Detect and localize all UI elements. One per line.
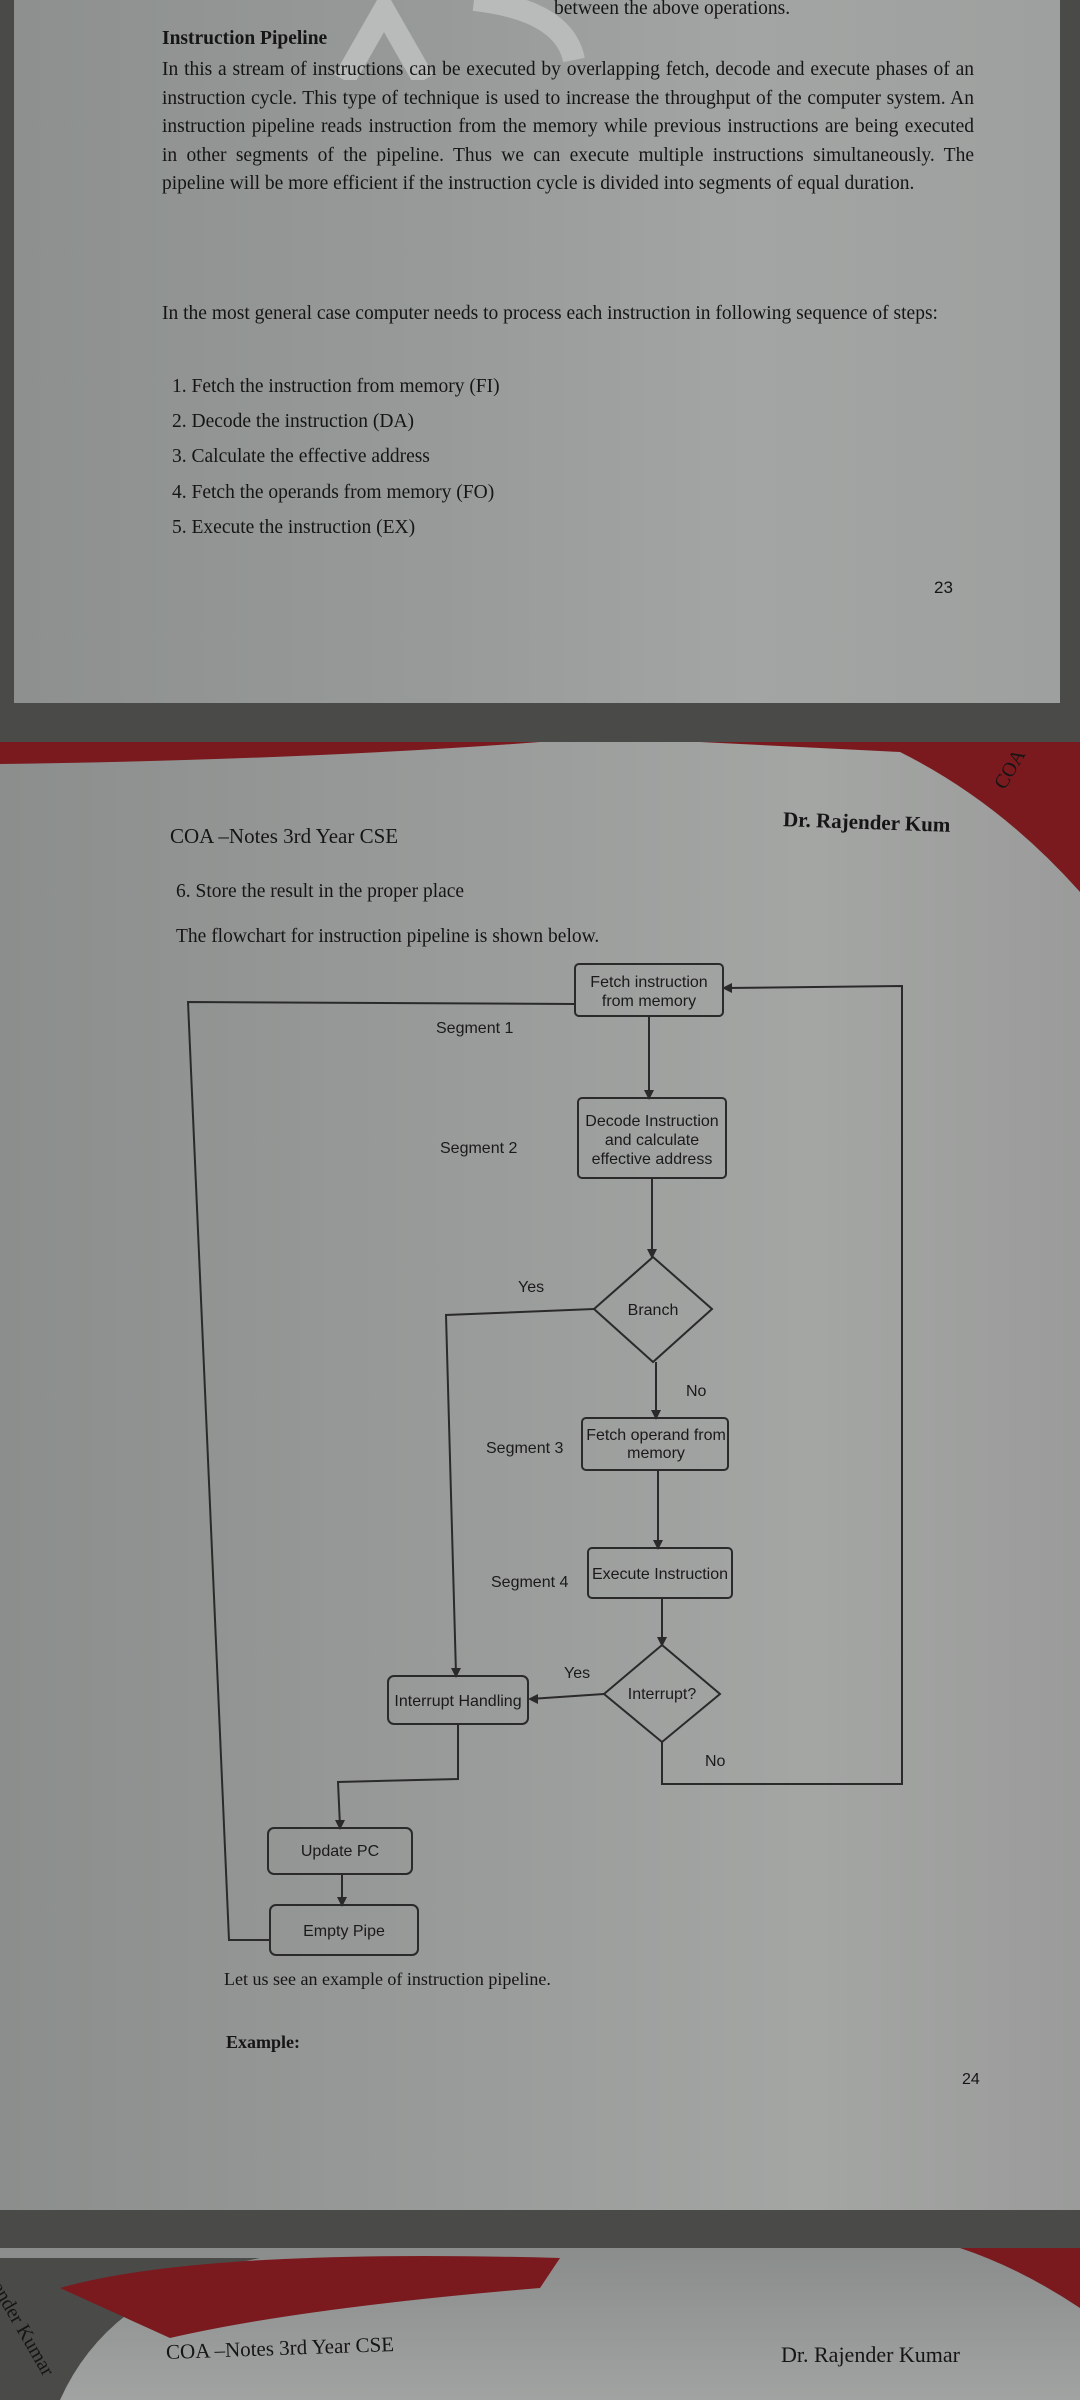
header-left: COA –Notes 3rd Year CSE xyxy=(170,824,399,848)
interrupt-no-label: No xyxy=(705,1753,726,1770)
watermark-logo xyxy=(334,0,585,80)
fetch-operand-box xyxy=(581,1417,729,1471)
page-23: between the above operations. Instructio… xyxy=(14,0,1060,703)
top-partial-text: between the above operations. xyxy=(554,0,791,19)
interrupt-label: Interrupt? xyxy=(628,1686,697,1703)
segment-4-label: Segment 4 xyxy=(491,1574,568,1591)
update-pc-label: Update PC xyxy=(301,1843,379,1860)
segment-2-label: Segment 2 xyxy=(440,1140,517,1157)
interrupt-handling-label: Interrupt Handling xyxy=(394,1693,521,1710)
step-1: 1. Fetch the instruction from memory (FI… xyxy=(172,376,500,397)
section-heading: Instruction Pipeline xyxy=(162,28,328,49)
step-5: 5. Execute the instruction (EX) xyxy=(172,517,416,538)
header-right: Dr. Rajender Kumar xyxy=(781,2342,960,2367)
example-label: Example: xyxy=(226,2032,300,2052)
page-number: 23 xyxy=(934,578,953,597)
paragraph-2: In the most general case computer needs … xyxy=(162,303,938,324)
cover-background xyxy=(0,742,1080,892)
branch-no-label: No xyxy=(686,1383,707,1400)
fetch-label-2: from memory xyxy=(602,993,696,1010)
fetch-label-1: Fetch instruction xyxy=(590,974,707,991)
segment-1-label: Segment 1 xyxy=(436,1020,513,1037)
step-4: 4. Fetch the operands from memory (FO) xyxy=(172,482,495,503)
branch-label: Branch xyxy=(628,1302,679,1319)
fetch-operand-label-2: memory xyxy=(627,1445,685,1462)
branch-yes-label: Yes xyxy=(518,1279,544,1296)
branch-diamond xyxy=(592,1255,714,1364)
interrupt-yes-label: Yes xyxy=(564,1665,590,1682)
page-number: 24 xyxy=(962,2071,980,2088)
page-25-partial: ender Kumar COA –Notes 3rd Year CSE Dr. … xyxy=(0,2248,1080,2400)
decode-label-3: effective address xyxy=(592,1151,713,1168)
execute-box xyxy=(587,1547,733,1599)
example-intro: Let us see an example of instruction pip… xyxy=(224,1969,551,1989)
decode-label-1: Decode Instruction xyxy=(585,1113,718,1130)
step-6: 6. Store the result in the proper place xyxy=(176,881,465,902)
empty-pipe-label: Empty Pipe xyxy=(303,1923,385,1940)
segment-3-label: Segment 3 xyxy=(486,1440,563,1457)
flowchart-arrows xyxy=(186,984,903,1941)
arrow-heads xyxy=(335,983,732,1907)
pipeline-flowchart: Fetch instruction from memory Decode Ins… xyxy=(186,963,903,1956)
cover-background xyxy=(0,2248,1080,2400)
empty-pipe-box xyxy=(269,1904,419,1956)
step-2: 2. Decode the instruction (DA) xyxy=(172,411,415,432)
decode-label-2: and calculate xyxy=(605,1132,699,1149)
page-24: COA COA –Notes 3rd Year CSE Dr. Rajender… xyxy=(0,742,1080,2210)
fetch-operand-label-1: Fetch operand from xyxy=(586,1427,726,1444)
flowchart-intro: The flowchart for instruction pipeline i… xyxy=(176,926,600,947)
paragraph-1: In this a stream of instructions can be … xyxy=(162,59,974,194)
step-3: 3. Calculate the effective address xyxy=(172,446,430,467)
execute-label: Execute Instruction xyxy=(592,1566,728,1583)
